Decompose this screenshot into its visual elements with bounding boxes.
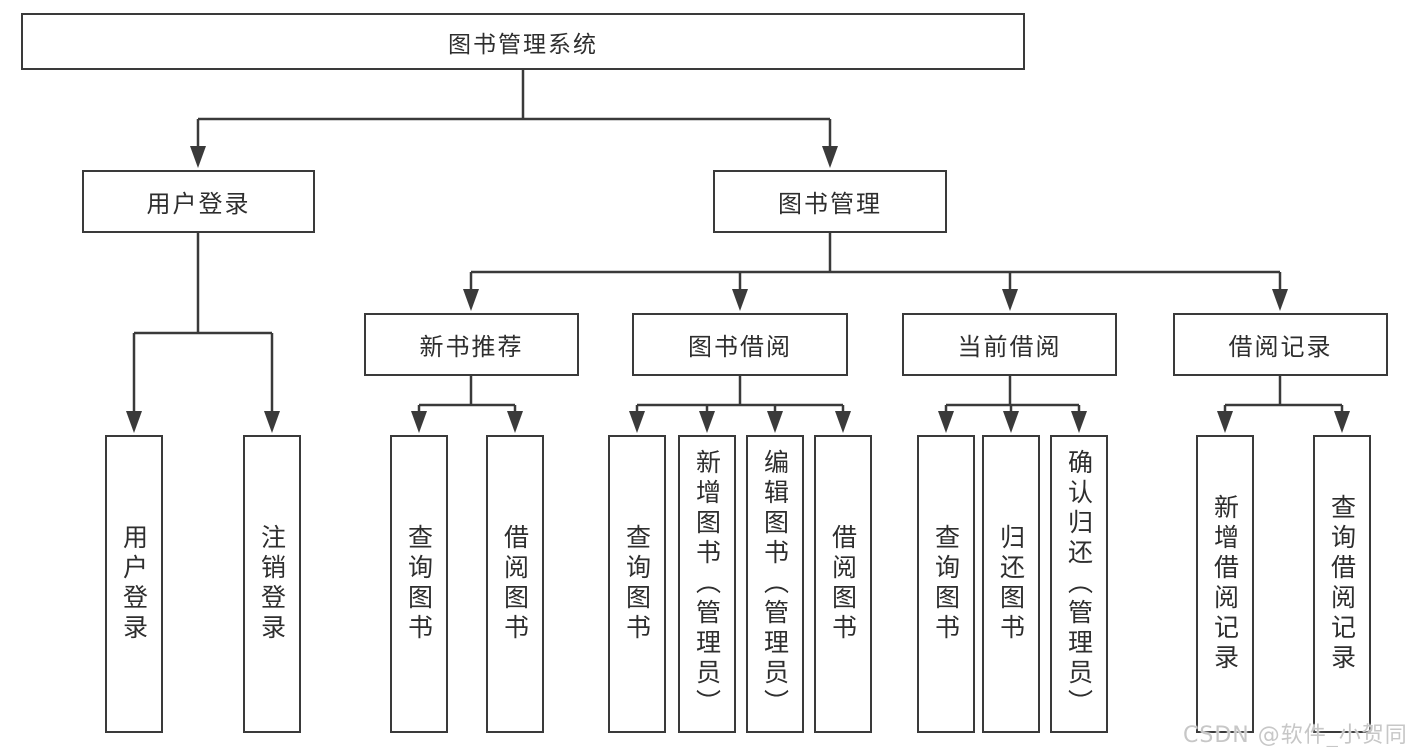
arrow-icon	[938, 411, 954, 433]
node-borrow-records: 借阅记录	[1173, 313, 1388, 376]
leaf-label: 查询图书	[931, 524, 961, 644]
leaf-borrow-edit-books-admin: 编辑图书（管理员）	[746, 435, 804, 733]
borrow-branch-connectors	[635, 375, 845, 415]
arrow-icon	[264, 411, 280, 433]
arrow-icon	[767, 411, 783, 433]
node-book-borrow: 图书借阅	[632, 313, 848, 376]
leaf-records-add-record: 新增借阅记录	[1196, 435, 1254, 733]
arrowheads	[126, 146, 1350, 433]
node-label: 借阅记录	[1228, 333, 1333, 361]
leaf-recommend-query-books: 查询图书	[390, 435, 448, 733]
leaf-label: 查询借阅记录	[1327, 494, 1357, 674]
arrow-icon	[1272, 289, 1288, 311]
node-root-system: 图书管理系统	[21, 13, 1025, 70]
leaf-label: 借阅图书	[500, 524, 530, 644]
node-current-borrow: 当前借阅	[902, 313, 1117, 376]
node-user-login: 用户登录	[82, 170, 315, 233]
arrow-icon	[699, 411, 715, 433]
arrow-icon	[463, 289, 479, 311]
arrow-icon	[629, 411, 645, 433]
arrow-icon	[835, 411, 851, 433]
leaf-records-query-record: 查询借阅记录	[1313, 435, 1371, 733]
leaf-current-confirm-return-admin: 确认归还（管理员）	[1050, 435, 1108, 733]
leaf-label: 用户登录	[119, 524, 149, 644]
arrow-icon	[1003, 411, 1019, 433]
root-connectors	[196, 69, 832, 150]
leaf-logout: 注销登录	[243, 435, 301, 733]
leaf-recommend-borrow-books: 借阅图书	[486, 435, 544, 733]
leaf-label: 编辑图书（管理员）	[760, 449, 790, 719]
leaf-label: 新增借阅记录	[1210, 494, 1240, 674]
leaf-user-login: 用户登录	[105, 435, 163, 733]
leaf-label: 注销登录	[257, 524, 287, 644]
arrow-icon	[1002, 289, 1018, 311]
book-mgmt-branch-connectors	[469, 232, 1282, 293]
leaf-current-query-books: 查询图书	[917, 435, 975, 733]
node-label: 当前借阅	[957, 333, 1062, 361]
leaf-label: 归还图书	[996, 524, 1026, 644]
arrow-icon	[822, 146, 838, 168]
records-branch-connectors	[1223, 375, 1344, 415]
leaf-borrow-query-books: 查询图书	[608, 435, 666, 733]
leaf-label: 查询图书	[404, 524, 434, 644]
arrow-icon	[507, 411, 523, 433]
arrow-icon	[1334, 411, 1350, 433]
node-label: 图书管理	[778, 190, 882, 218]
leaf-label: 新增图书（管理员）	[692, 449, 722, 719]
arrow-icon	[732, 289, 748, 311]
arrow-icon	[1071, 411, 1087, 433]
leaf-current-return-books: 归还图书	[982, 435, 1040, 733]
node-label: 图书管理系统	[448, 31, 598, 58]
arrow-icon	[411, 411, 427, 433]
node-label: 新书推荐	[419, 333, 524, 361]
node-label: 图书借阅	[688, 333, 792, 361]
leaf-label: 借阅图书	[828, 524, 858, 644]
node-label: 用户登录	[146, 190, 251, 218]
leaf-borrow-borrow-books: 借阅图书	[814, 435, 872, 733]
csdn-watermark: CSDN @软件_小贺同学	[1183, 723, 1405, 747]
current-branch-connectors	[944, 375, 1081, 415]
arrow-icon	[190, 146, 206, 168]
login-branch-connectors	[132, 233, 274, 415]
leaf-borrow-add-books-admin: 新增图书（管理员）	[678, 435, 736, 733]
arrow-icon	[126, 411, 142, 433]
leaf-label: 确认归还（管理员）	[1064, 449, 1094, 719]
node-new-book-recommend: 新书推荐	[364, 313, 579, 376]
node-book-management: 图书管理	[713, 170, 947, 233]
recommend-branch-connectors	[417, 375, 517, 415]
arrow-icon	[1217, 411, 1233, 433]
leaf-label: 查询图书	[622, 524, 652, 644]
